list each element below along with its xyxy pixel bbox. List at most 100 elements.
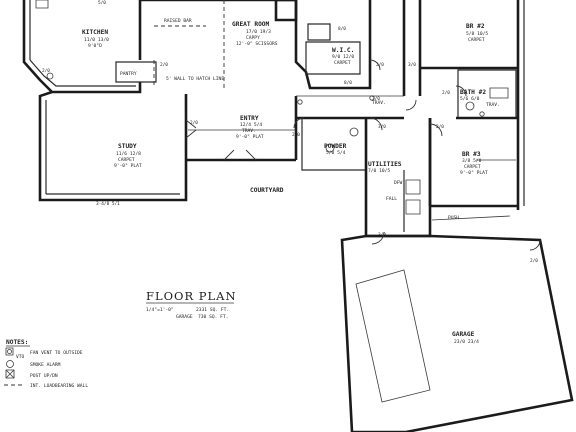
br3-label: BR #3 <box>462 151 481 158</box>
dim-garage-door: 3/0 <box>378 232 386 238</box>
note-loadbearing: INT. LOADBEARING WALL <box>30 383 88 389</box>
wic-note: CARPET <box>334 60 351 66</box>
range <box>36 0 48 8</box>
br3-note2: 9'-0" PLAT <box>460 170 488 176</box>
doors <box>186 60 540 250</box>
note-fan-vent: FAN VENT TO OUTSIDE <box>30 350 83 356</box>
garage-outer-wall <box>342 236 572 432</box>
great-room-note2: 12'-0" SCISSORS <box>236 41 278 47</box>
dim-kitchen: 2/0 <box>42 68 50 74</box>
hall-door <box>370 118 382 130</box>
notes-heading: NOTES: <box>6 339 28 346</box>
great-room-note1: CAPPY <box>246 35 260 41</box>
smoke-alarm-2 <box>480 112 484 116</box>
study-label: STUDY <box>118 143 137 150</box>
utilities-dim: 7/0 10/5 <box>368 168 390 174</box>
smoke-alarm-3 <box>298 100 302 104</box>
hall-closet-door <box>406 100 416 110</box>
note-post: POST UP/DN <box>30 373 58 379</box>
notes-legend: NOTES: FAN VENT TO OUTSIDE VTO SMOKE ALA… <box>4 339 88 389</box>
fan-vent-symbol-inner <box>8 350 12 354</box>
study-dim: 11/6 12/8 <box>116 151 141 157</box>
note-vto: VTO <box>16 354 25 360</box>
dim-study-bottom: 3-4/0 5/1 <box>96 201 120 207</box>
dfw-label: DFW <box>394 180 403 186</box>
kitchen-dim: 11/0 13/0 <box>84 37 109 43</box>
kitchen-outer-wall <box>24 0 140 92</box>
wic-closet <box>306 42 360 74</box>
dim-hall: 3/0 <box>378 124 386 130</box>
powder-sink <box>326 144 334 152</box>
great-room-dim: 17/0 19/3 <box>246 29 271 35</box>
wic-label: W.I.C. <box>332 47 354 54</box>
pantry-wall <box>116 62 156 82</box>
plan-scale: 1/4"=1'-0" <box>146 307 174 313</box>
br3-note1: CARPET <box>464 164 481 170</box>
wic-dim: 9/0 12/0 <box>332 54 354 60</box>
bath2-dim: 5/6 6/0 <box>460 96 480 102</box>
dim-kitchen-top: 5/0 <box>98 0 106 6</box>
dim-wic-bottom: 8/0 <box>344 80 352 86</box>
kitchen-sink <box>47 73 53 79</box>
fixtures <box>36 0 508 214</box>
garage-door-1 <box>372 232 384 244</box>
raised-bar-label: RAISED BAR <box>164 18 192 24</box>
dim-garage-side: 2/0 <box>530 258 538 264</box>
exterior-walls <box>24 0 572 432</box>
br2-note: CARPET <box>468 37 485 43</box>
bath2-sink <box>466 102 474 110</box>
bath2-door <box>456 86 466 96</box>
br2-dim: 5/8 10/5 <box>466 31 488 37</box>
wic-outer-wall <box>296 0 370 88</box>
entry-door <box>224 150 256 160</box>
wic-door <box>370 60 380 70</box>
kitchen-counter-line <box>30 60 136 86</box>
dryer <box>406 200 420 214</box>
dim-pantry: 2/0 <box>160 62 168 68</box>
entry-note2: 9'-0" PLAT <box>236 134 264 140</box>
garage-top-line <box>432 216 510 220</box>
dim-study-door: 2/0 <box>190 120 198 126</box>
bath2-tub <box>490 88 508 98</box>
utilities-wall <box>366 118 430 236</box>
title-block: FLOOR PLAN 1/4"=1'-0" 2331 SQ. FT. GARAG… <box>146 289 237 320</box>
powder-label: POWDER <box>324 143 347 150</box>
study-note2: 9'-0" PLAT <box>114 163 142 169</box>
study-door <box>186 120 196 138</box>
closet-door <box>294 118 304 128</box>
courtyard-label: COURTYARD <box>250 187 284 194</box>
dimension-labels: 2/0 2/0 3/0 2/0 3/0 2/0 3/0 2/0 3/0 2/0 … <box>42 0 538 264</box>
entry-label: ENTRY <box>240 115 259 122</box>
study-outer-wall <box>40 92 186 200</box>
plan-area-main: 2331 SQ. FT. <box>196 307 229 313</box>
hall-trav-label: TRAV. <box>372 100 386 106</box>
great-room-label: GREAT ROOM <box>232 21 270 28</box>
fall-label: FALL <box>386 196 397 202</box>
fan-vent-symbol <box>6 348 13 355</box>
garage-dim: 23/0 23/4 <box>454 339 479 345</box>
br3-dim: 3/8 5/0 <box>462 158 482 164</box>
dim-wic-door: 2/0 <box>376 62 384 68</box>
post-symbol-cross <box>6 370 14 378</box>
dim-hall-closet: 3/0 <box>408 62 416 68</box>
garage-bay <box>356 270 430 402</box>
dim-br3-door: 2/0 <box>436 124 444 130</box>
plan-area-garage: 730 SQ. FT. <box>198 314 228 320</box>
smoke-alarm-symbol <box>7 361 14 368</box>
study-note1: CARPET <box>118 157 135 163</box>
wall-hatch-label: 5' WALL TO HATCH LINE <box>166 76 224 82</box>
dim-wic-top: 8/0 <box>338 26 346 32</box>
dim-bath2-door: 2/0 <box>442 90 450 96</box>
bath2-note: TRAV. <box>486 102 500 108</box>
garage-side-door <box>530 240 540 250</box>
utilities-label: UTILITIES <box>368 161 402 168</box>
br3-door <box>430 124 442 136</box>
room-labels: KITCHEN 11/0 13/0 9'0"D PANTRY RAISED BA… <box>82 18 500 345</box>
kitchen-label: KITCHEN <box>82 29 108 36</box>
interior-lines <box>154 0 516 220</box>
smoke-alarm-1 <box>370 96 374 100</box>
washer <box>406 180 420 194</box>
plan-title: FLOOR PLAN <box>146 289 237 303</box>
powder-dim: 5/0 5/4 <box>326 150 346 156</box>
